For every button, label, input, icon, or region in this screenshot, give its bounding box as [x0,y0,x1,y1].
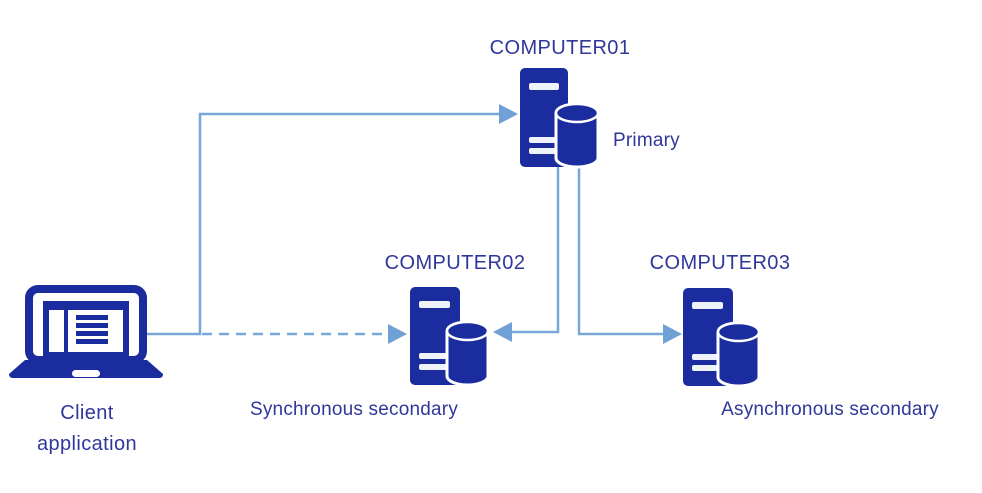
server-slot [692,365,723,371]
connector-line [512,164,560,334]
server-slot [692,354,723,360]
database-top [716,321,761,343]
client-label-line2: application [36,433,138,455]
laptop-base [8,360,164,378]
arrowhead-icon [663,324,682,344]
computer01-role-label: Primary [613,130,680,151]
server-slot [419,301,450,308]
computer01-server-icon [520,68,600,169]
arrowhead-icon [388,324,407,344]
computer02-name-label: COMPUTER02 [384,252,526,274]
server-slot [529,148,559,154]
laptop-notch [72,370,100,377]
server-slot [529,137,559,143]
client-label-line1: Client [60,402,114,424]
laptop-icon [8,285,164,378]
computer03-server-icon [683,288,761,388]
computer03-name-label: COMPUTER03 [649,252,791,274]
database-top [554,102,600,124]
window-text-line [76,339,108,344]
computer01-name-label: COMPUTER01 [489,37,631,59]
server-slot [692,302,723,309]
server-slot [529,83,559,90]
connector-client-to-computer02-dashed [202,324,407,344]
database-icon [716,321,761,388]
arrowhead-icon [493,322,512,342]
window-text-line [76,331,108,336]
server-slot [419,364,450,370]
server-slot [419,353,450,359]
connector-line [577,164,663,336]
connector-computer01-to-computer02 [493,164,560,342]
computer03-role-label: Asynchronous secondary [721,399,939,420]
database-icon [554,102,600,169]
connector-line [147,112,499,336]
connector-client-to-computer01 [147,104,518,336]
computer02-role-label: Synchronous secondary [249,399,459,420]
arrowhead-icon [499,104,518,124]
window-text-line [76,315,108,320]
connector-computer01-to-computer03 [577,164,682,344]
computer02-server-icon [410,287,490,387]
database-icon [445,320,490,387]
database-top [445,320,490,342]
window-text-line [76,323,108,328]
window-sidebar-divider [64,310,68,352]
